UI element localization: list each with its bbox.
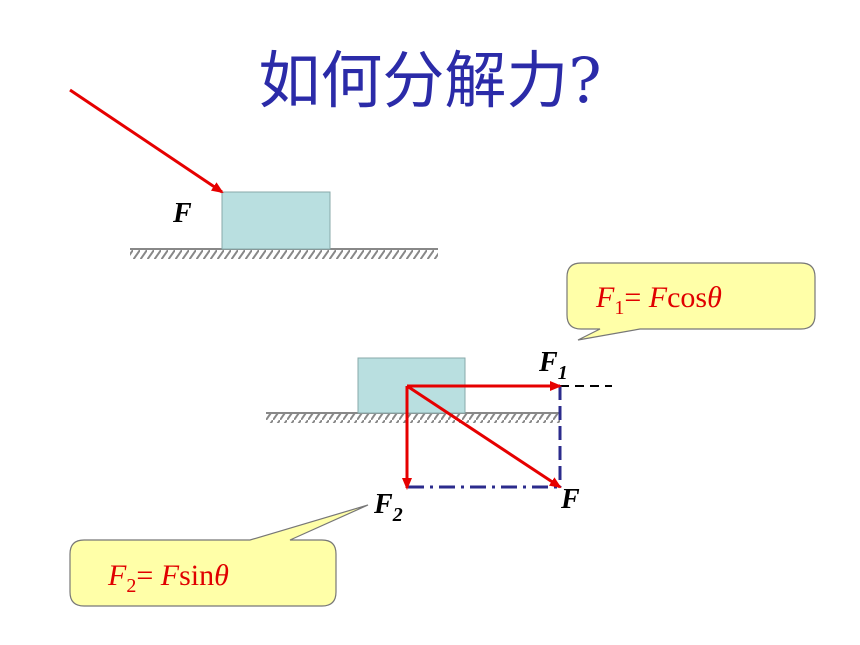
f1-callout: F1= Fcosθ bbox=[566, 262, 816, 341]
bottom-ground-hatch bbox=[266, 413, 560, 423]
f-resultant-arrow bbox=[406, 384, 562, 489]
f1-callout-shape bbox=[566, 262, 816, 341]
top-ground-hatch bbox=[130, 249, 438, 259]
page-title: 如何分解力? bbox=[258, 44, 602, 117]
f2-formula: F2= Fsinθ bbox=[107, 559, 229, 597]
f2-label: F2 bbox=[373, 489, 403, 526]
f2-callout-shape bbox=[69, 504, 369, 607]
applied-force-arrow bbox=[69, 88, 224, 194]
f2-callout: F2= Fsinθ bbox=[69, 504, 369, 607]
top-scene: F bbox=[69, 88, 438, 259]
force-label-top: F bbox=[172, 198, 192, 229]
bottom-scene: F1 F2 F bbox=[266, 347, 612, 526]
f1-formula: F1= Fcosθ bbox=[595, 281, 722, 319]
f1-label: F1 bbox=[538, 347, 568, 384]
force-label-bottom: F bbox=[560, 484, 580, 515]
top-block bbox=[221, 191, 331, 250]
